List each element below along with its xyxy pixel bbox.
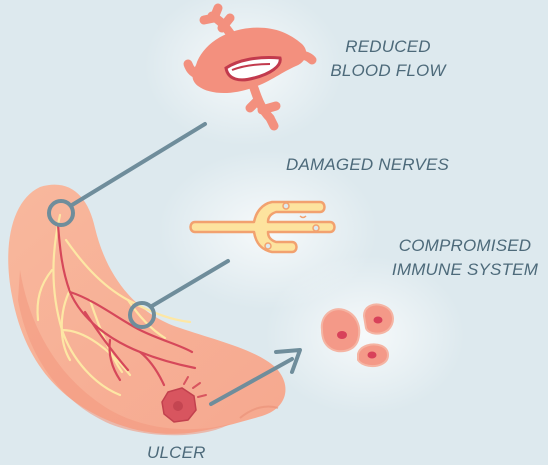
label-compromised-immune-system: COMPROMISED IMMUNE SYSTEM xyxy=(382,234,548,282)
label-line: COMPROMISED xyxy=(382,234,548,258)
label-ulcer: ULCER xyxy=(147,441,206,465)
label-line: REDUCED xyxy=(318,35,458,59)
label-line: IMMUNE SYSTEM xyxy=(382,258,548,282)
label-damaged-nerves: DAMAGED NERVES xyxy=(286,153,449,177)
label-reduced-blood-flow: REDUCED BLOOD FLOW xyxy=(318,35,458,83)
label-line: BLOOD FLOW xyxy=(318,59,458,83)
